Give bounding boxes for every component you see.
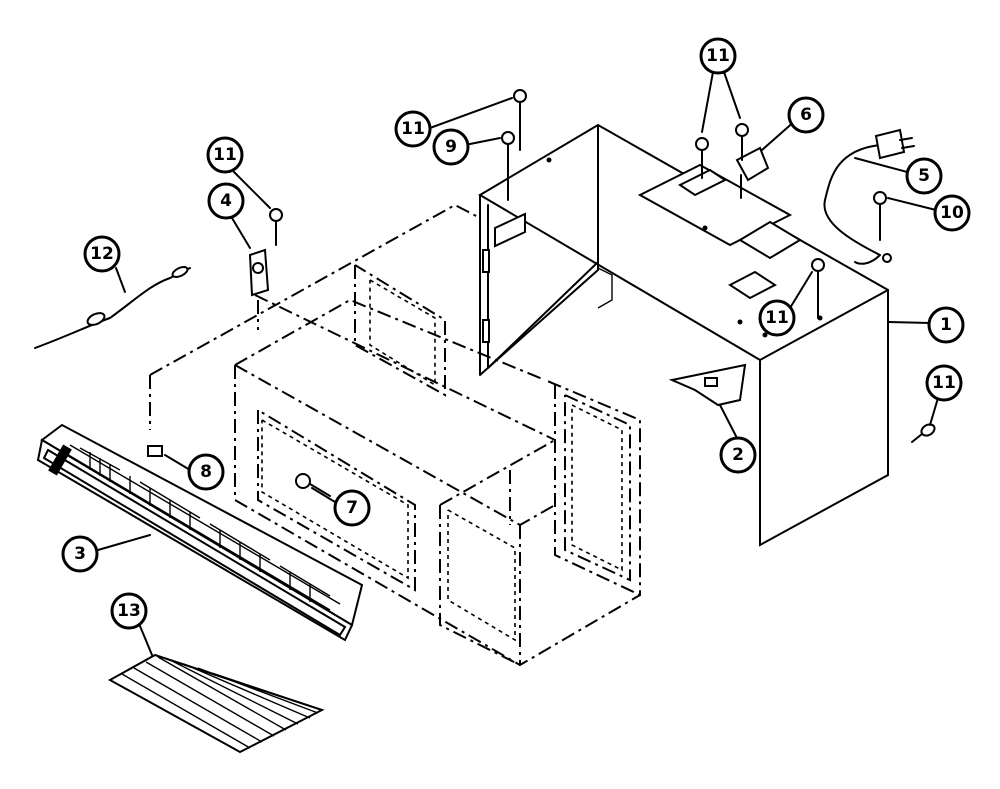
callout-11-e: 11 bbox=[925, 364, 963, 402]
callout-5-label: 5 bbox=[918, 166, 930, 186]
callout-13: 13 bbox=[110, 592, 148, 630]
callout-8: 8 bbox=[187, 453, 225, 491]
callout-1-label: 1 bbox=[940, 315, 952, 335]
callout-11-a: 11 bbox=[394, 110, 432, 148]
callout-12-label: 12 bbox=[90, 244, 114, 264]
bracket-6 bbox=[735, 146, 770, 199]
callout-8-label: 8 bbox=[200, 462, 212, 482]
outer-cabinet bbox=[478, 123, 889, 547]
callout-13-label: 13 bbox=[117, 601, 141, 621]
callout-1: 1 bbox=[927, 306, 965, 344]
callout-11-d-label: 11 bbox=[765, 308, 789, 328]
callout-3: 3 bbox=[61, 535, 99, 573]
callout-4-label: 4 bbox=[220, 191, 232, 211]
callout-11-c: 11 bbox=[206, 136, 244, 174]
callout-6-label: 6 bbox=[800, 105, 812, 125]
callout-4: 4 bbox=[207, 182, 245, 220]
control-panel bbox=[36, 423, 364, 642]
part-7 bbox=[295, 473, 331, 497]
callout-9: 9 bbox=[432, 128, 470, 166]
callout-6: 6 bbox=[787, 96, 825, 134]
callout-9-label: 9 bbox=[445, 137, 457, 157]
part-8 bbox=[147, 445, 163, 457]
callout-11-b-label: 11 bbox=[706, 46, 730, 66]
power-cord bbox=[823, 128, 915, 265]
grille bbox=[107, 653, 325, 754]
wire-harness-12 bbox=[34, 266, 191, 349]
inner-cavity bbox=[149, 203, 641, 667]
callout-2: 2 bbox=[719, 436, 757, 474]
callout-11-d: 11 bbox=[758, 299, 796, 337]
callout-7-label: 7 bbox=[346, 498, 358, 518]
callout-12: 12 bbox=[83, 235, 121, 273]
callout-11-c-label: 11 bbox=[213, 145, 237, 165]
leader-lines bbox=[97, 71, 939, 656]
callout-7: 7 bbox=[333, 489, 371, 527]
callout-5: 5 bbox=[905, 157, 943, 195]
callout-10: 10 bbox=[933, 194, 971, 232]
callout-11-b: 11 bbox=[699, 37, 737, 75]
callout-11-e-label: 11 bbox=[932, 373, 956, 393]
ground-wire bbox=[873, 191, 892, 263]
bracket-2 bbox=[668, 363, 747, 407]
callout-11-a-label: 11 bbox=[401, 119, 425, 139]
callout-2-label: 2 bbox=[732, 445, 744, 465]
screws bbox=[269, 89, 936, 443]
callout-3-label: 3 bbox=[74, 544, 86, 564]
bracket-4 bbox=[248, 248, 270, 297]
callout-10-label: 10 bbox=[940, 203, 964, 223]
